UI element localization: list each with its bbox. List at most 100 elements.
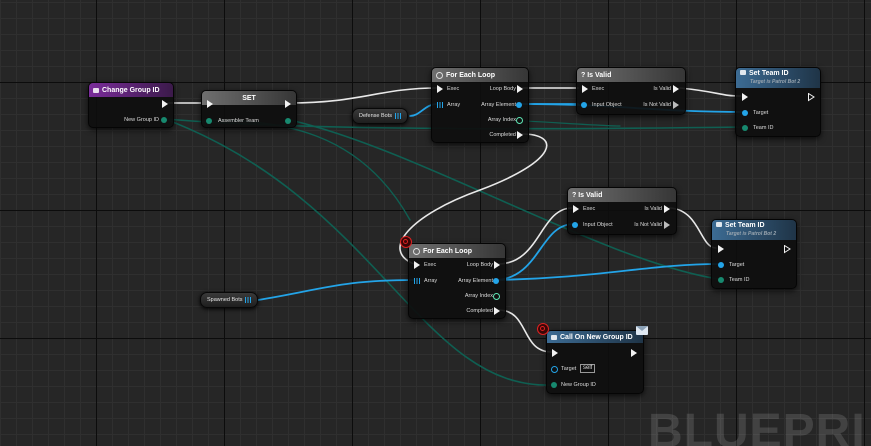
set-team-id-node-1[interactable]: Set Team ID Target is Patrol Bot 2 Target… [735, 67, 821, 137]
wire-obj-4 [257, 279, 415, 301]
node-header: SET [202, 91, 296, 105]
node-title: Change Group ID [102, 86, 160, 94]
pin-label-exec: Exec [592, 86, 605, 92]
node-header: Call On New Group ID [547, 331, 643, 343]
pin-input-object[interactable] [572, 222, 578, 228]
pin-label-team-id: Team ID [753, 125, 774, 131]
array-icon [395, 113, 402, 119]
loop-icon [436, 71, 443, 79]
pin-label-exec: Exec [424, 262, 437, 268]
exec-in-pin[interactable] [573, 205, 579, 213]
node-title: For Each Loop [423, 247, 472, 255]
exec-out-pin[interactable] [784, 245, 791, 254]
exec-loop-body-pin[interactable] [517, 85, 523, 93]
pin-team-id[interactable] [718, 277, 724, 283]
is-valid-node-1[interactable]: ? Is Valid Exec Is Valid Input Object Is… [576, 67, 686, 115]
node-title: Set Team ID [749, 70, 789, 77]
call-on-new-group-id-node[interactable]: Call On New Group ID Target self New Gro… [546, 330, 644, 394]
exec-in-pin[interactable] [207, 100, 213, 108]
exec-completed-pin[interactable] [517, 131, 523, 139]
function-icon [551, 334, 557, 340]
pin-team-id[interactable] [742, 125, 748, 131]
for-each-loop-node-1[interactable]: For Each Loop Exec Loop Body Array Array… [431, 67, 529, 143]
node-header: ? Is Valid [568, 188, 676, 202]
node-header: For Each Loop [409, 244, 505, 258]
wire-obj-6 [495, 263, 720, 281]
variable-spawned-bots[interactable]: Spawned Bots [200, 292, 259, 308]
pin-label-assembler-team: Assembler Team [218, 118, 259, 124]
pin-label-array-element: Array Element [481, 102, 516, 108]
pin-label-team-id: Team ID [729, 277, 750, 283]
set-variable-node[interactable]: SET Assembler Team [201, 90, 297, 128]
pin-target[interactable] [551, 366, 558, 373]
wire-completed [399, 133, 548, 265]
exec-is-valid-pin[interactable] [664, 205, 670, 213]
pin-array-in[interactable] [414, 278, 420, 284]
pin-label-loop-body: Loop Body [489, 86, 516, 92]
exec-in-pin[interactable] [552, 349, 558, 357]
exec-loop-body-pin[interactable] [494, 261, 500, 269]
wire-newgroup [164, 118, 553, 386]
wire-obj-5 [495, 223, 575, 281]
function-icon [740, 70, 746, 75]
pin-target[interactable] [718, 262, 724, 268]
message-envelope-icon [636, 326, 648, 335]
event-node-change-group-id[interactable]: Change Group ID New Group ID [88, 82, 174, 128]
exec-out-pin[interactable] [162, 100, 168, 108]
pin-label-loop-body: Loop Body [466, 262, 493, 268]
node-subtitle: Target is Patrol Bot 2 [750, 79, 801, 85]
node-title: ? Is Valid [572, 191, 603, 199]
pin-array-element[interactable] [493, 278, 499, 284]
exec-is-not-valid-pin[interactable] [664, 221, 670, 229]
pin-array-index[interactable] [493, 293, 500, 300]
exec-out-pin[interactable] [285, 100, 291, 108]
node-title: Call On New Group ID [560, 333, 633, 341]
pin-label-array: Array [424, 278, 438, 284]
exec-in-pin[interactable] [437, 85, 443, 93]
pin-array-index[interactable] [516, 117, 523, 124]
pin-label-completed: Completed [489, 132, 516, 138]
exec-in-pin[interactable] [414, 261, 420, 269]
pin-array-element[interactable] [516, 102, 522, 108]
exec-in-pin[interactable] [742, 93, 748, 101]
pin-target[interactable] [742, 110, 748, 116]
variable-defense-bots[interactable]: Defense Bots [352, 108, 409, 124]
exec-out-pin[interactable] [631, 349, 637, 357]
pin-array-in[interactable] [437, 102, 443, 108]
pin-label-array-index: Array Index [464, 293, 493, 299]
pin-assembler-team-in[interactable] [206, 118, 212, 124]
pin-label-exec: Exec [447, 86, 460, 92]
wire-exec-4 [679, 87, 742, 97]
pin-label-array-index: Array Index [487, 117, 516, 123]
breakpoint-icon[interactable] [537, 323, 549, 335]
node-title: For Each Loop [446, 71, 495, 79]
pin-label-is-valid: Is Valid [644, 206, 662, 212]
target-self-field[interactable]: self [580, 364, 596, 373]
breakpoint-icon[interactable] [400, 236, 412, 248]
node-header: For Each Loop [432, 68, 528, 82]
variable-label: Spawned Bots [207, 297, 243, 303]
pin-label-new-group-id: New Group ID [561, 382, 596, 388]
pin-label-target: Target [729, 262, 745, 268]
is-valid-node-2[interactable]: ? Is Valid Exec Is Valid Input Object Is… [567, 187, 677, 235]
exec-is-valid-pin[interactable] [673, 85, 679, 93]
pin-label-is-not-valid: Is Not Valid [643, 102, 671, 108]
pin-new-group-id[interactable] [161, 117, 167, 123]
loop-icon [413, 247, 420, 255]
pin-input-object[interactable] [581, 102, 587, 108]
exec-in-pin[interactable] [582, 85, 588, 93]
pin-new-group-id[interactable] [551, 382, 557, 388]
exec-in-pin[interactable] [718, 245, 724, 253]
node-header: Set Team ID Target is Patrol Bot 2 [736, 68, 820, 88]
exec-is-not-valid-pin[interactable] [673, 101, 679, 109]
exec-completed-pin[interactable] [494, 307, 500, 315]
pin-label-completed: Completed [466, 308, 493, 314]
pin-label-input-object: Input Object [583, 222, 613, 228]
for-each-loop-node-2[interactable]: For Each Loop Exec Loop Body Array Array… [408, 243, 506, 319]
pin-label-is-valid: Is Valid [653, 86, 671, 92]
pin-assembler-team-out[interactable] [285, 118, 291, 124]
node-title: ? Is Valid [581, 71, 612, 79]
